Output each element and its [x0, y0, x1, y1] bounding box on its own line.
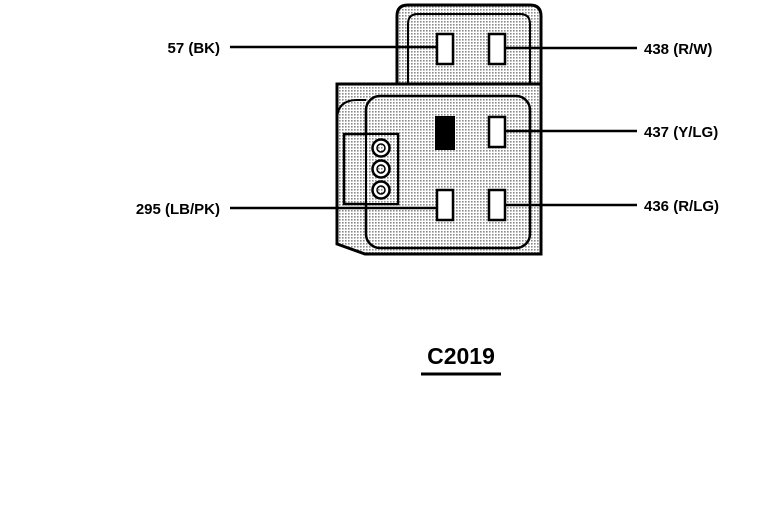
wire-label-438: 438 (R/W): [644, 41, 712, 58]
wire-label-437: 437 (Y/LG): [644, 124, 718, 141]
terminal-436: [487, 188, 507, 222]
terminal-57: [435, 32, 455, 66]
wire-label-295: 295 (LB/PK): [136, 201, 220, 218]
terminal-295: [435, 188, 455, 222]
terminal-437: [487, 115, 507, 149]
terminal-438: [487, 32, 507, 66]
wire-label-436: 436 (R/LG): [644, 198, 719, 215]
connector-upper-housing: [395, 3, 543, 88]
terminal-blocked: [435, 116, 455, 150]
connector-latch: [342, 132, 400, 206]
wire-label-57: 57 (BK): [167, 40, 220, 57]
connector-id: C2019: [427, 343, 495, 369]
